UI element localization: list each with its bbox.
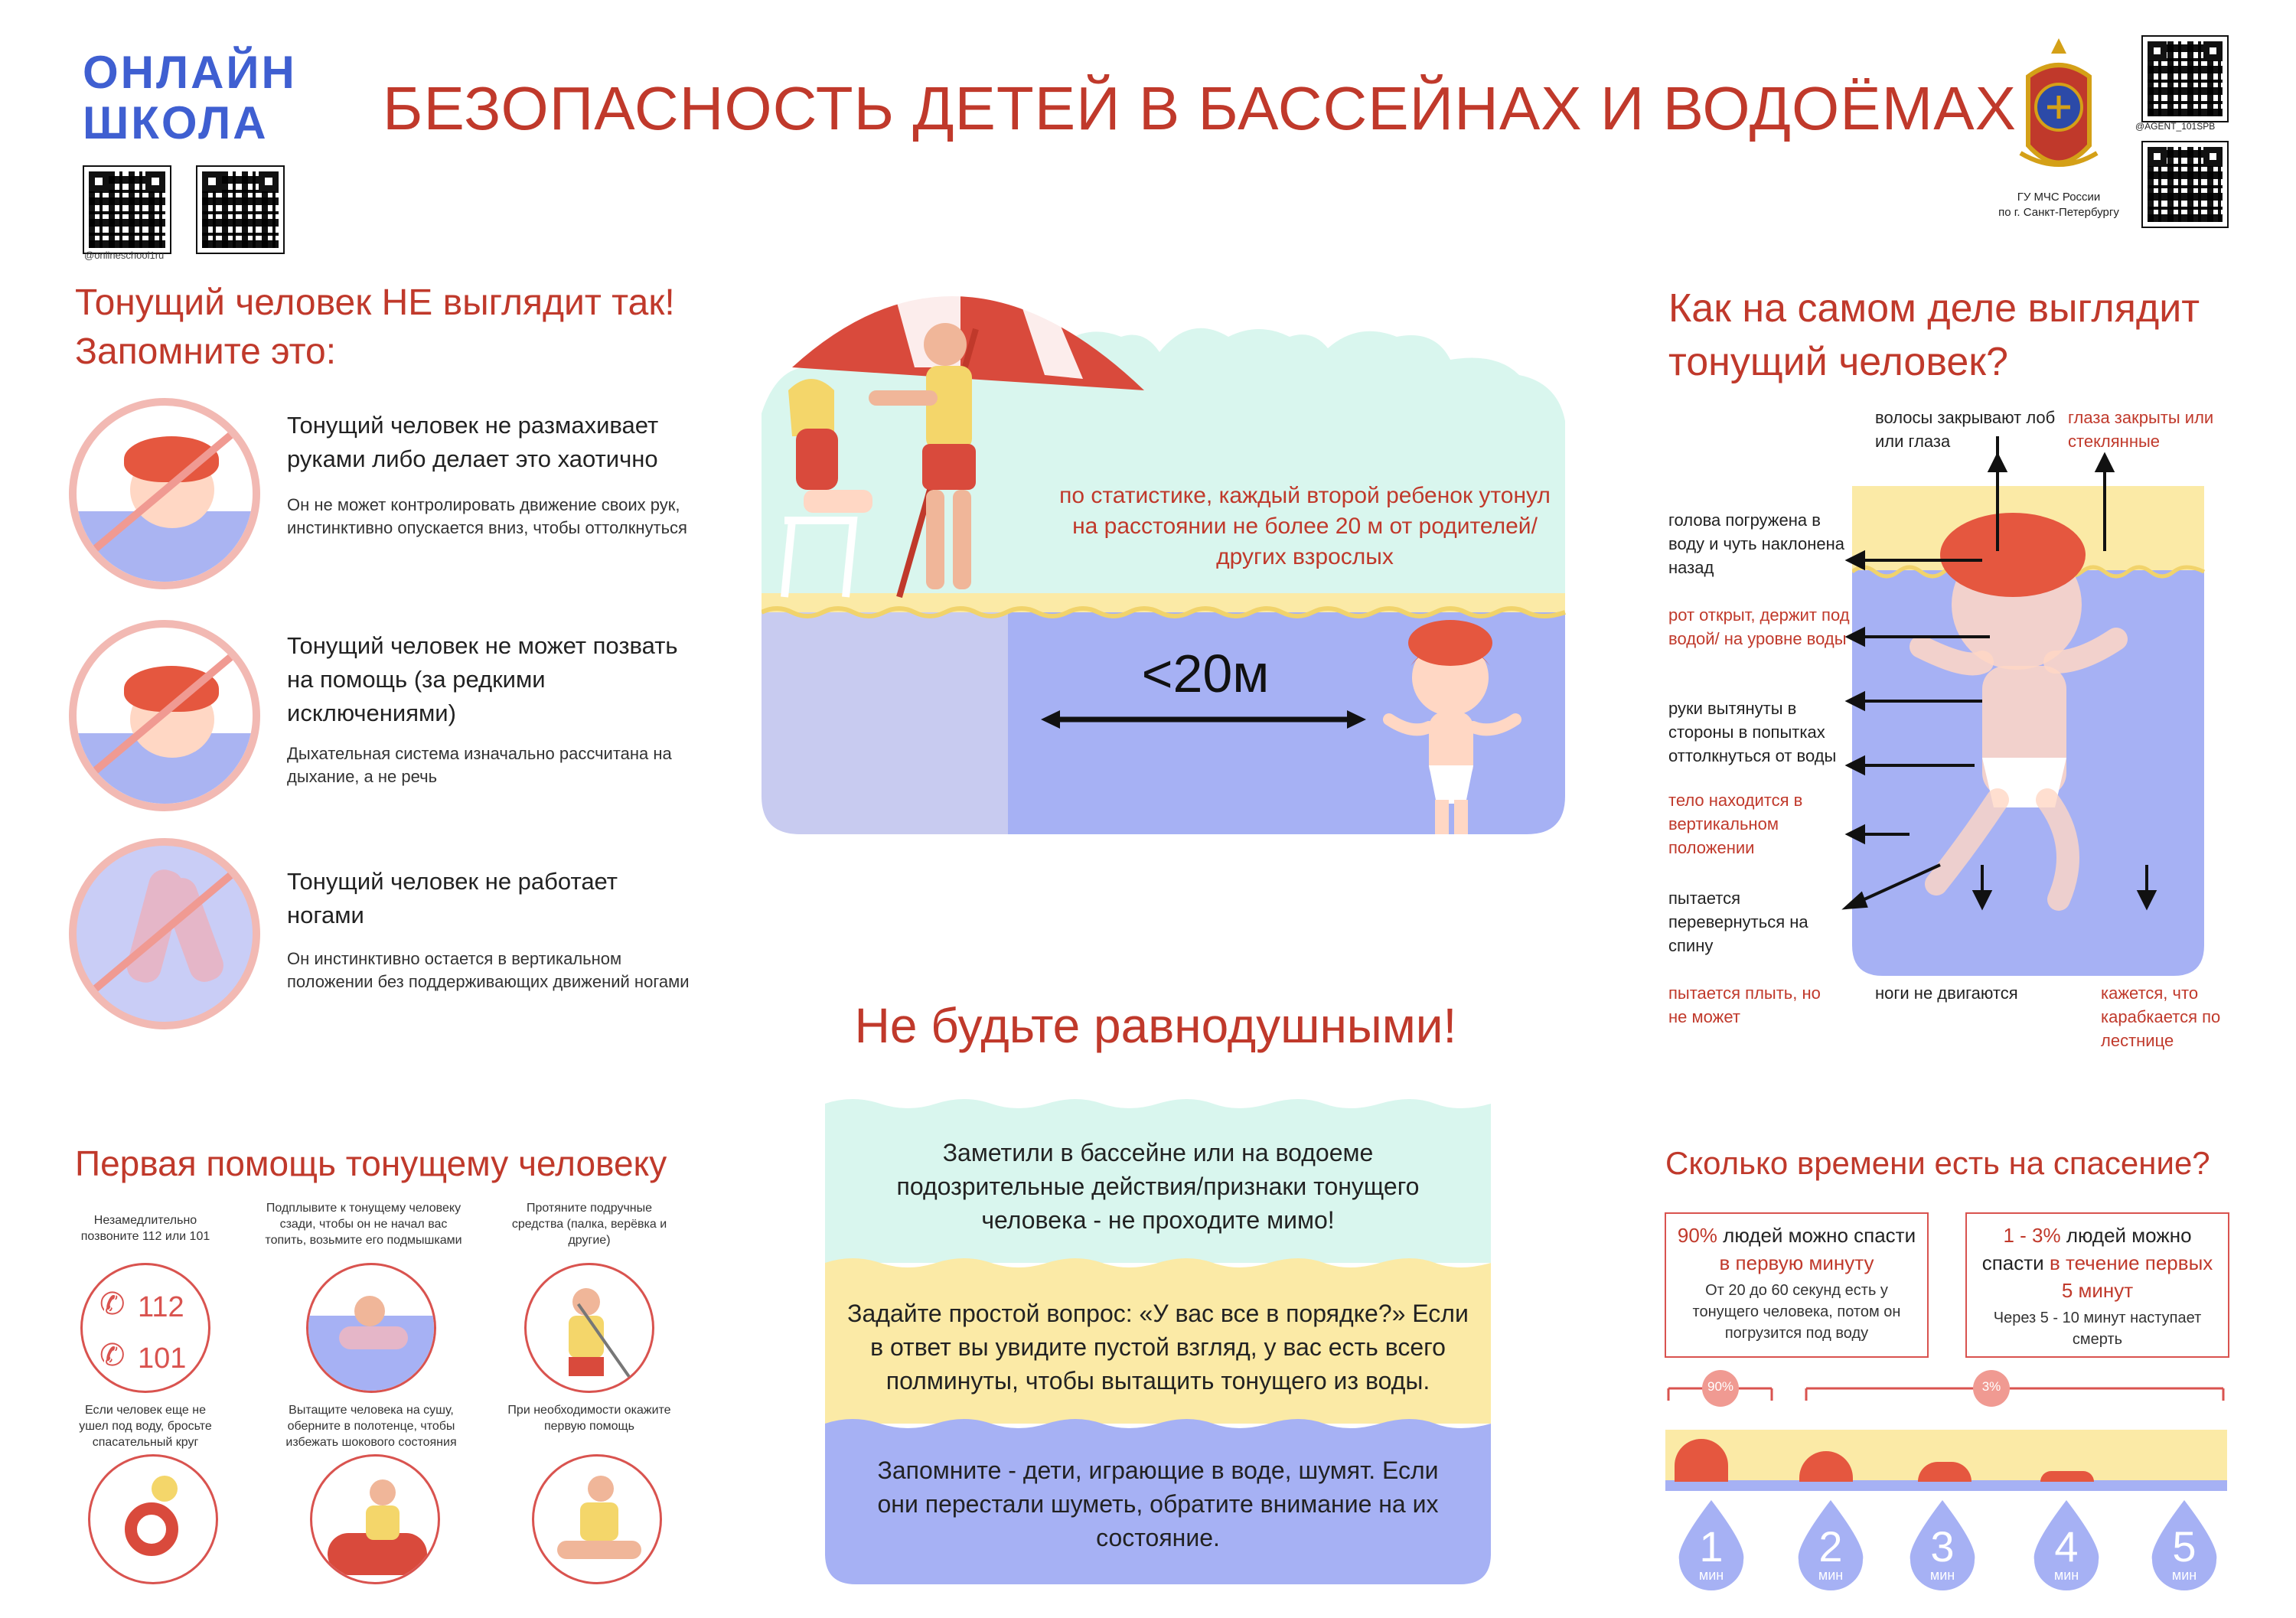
phone-icon: ✆	[99, 1287, 126, 1321]
not-like-title-2: Запомните это:	[75, 331, 337, 372]
time-title: Сколько времени есть на спасение?	[1665, 1145, 2210, 1181]
really-title-2: тонущий человек?	[1668, 340, 2008, 384]
label-swim: пытается плыть, но не может	[1668, 984, 1821, 1026]
not-like-title-1: Тонущий человек НЕ выглядит так!	[75, 282, 675, 323]
drowning-child-diagram	[1852, 486, 2212, 984]
page-title: БЕЗОПАСНОСТЬ ДЕТЕЙ В БАССЕЙНАХ И ВОДОЁМА…	[383, 74, 2017, 142]
advice-panel: Заметили в бассейне или на водоеме подоз…	[825, 1094, 1491, 1584]
brand-handle: @onlineschool1ru	[84, 250, 165, 261]
minute-drop-4: 4 мин	[2031, 1500, 2102, 1590]
towel-illustration	[310, 1454, 440, 1584]
timeline-strip	[1665, 1430, 2227, 1491]
kicking-legs-illustration	[69, 838, 260, 1029]
label-mouth: рот открыт, держит под водой/ на уровне …	[1668, 605, 1850, 648]
label-ladder: кажется, что карабкается по лестнице	[2101, 984, 2221, 1050]
reach-assist-illustration	[524, 1263, 654, 1393]
first-aid-step-1: Незамедлительно позвоните 112 или 101	[80, 1214, 210, 1243]
phone-number-101: 101	[138, 1342, 187, 1375]
qr-code-right-bottom[interactable]	[2141, 141, 2229, 228]
advice-1: Заметили в бассейне или на водоеме подоз…	[896, 1139, 1420, 1234]
org-line1: ГУ МЧС России	[2017, 191, 2101, 204]
diagram-arrows	[1841, 436, 2157, 911]
label-eyes: глаза закрыты или стеклянные	[2068, 408, 2214, 451]
label-legs: ноги не двигаются	[1875, 984, 2018, 1003]
brand-line1: ОНЛАЙН	[83, 47, 297, 98]
box2-sub: Через 5 - 10 минут наступает смерть	[1993, 1310, 2202, 1348]
not-like-item-2-main: Тонущий человек не может позвать на помо…	[287, 632, 678, 726]
not-like-item-1-main: Тонущий человек не размахивает руками ли…	[287, 412, 659, 472]
minute-drop-5: 5 мин	[2149, 1500, 2219, 1590]
calling-for-help-illustration	[69, 620, 260, 811]
label-head: голова погружена в воду и чуть наклонена…	[1668, 511, 1845, 577]
timeline-brackets	[1667, 1370, 2225, 1407]
phone-number-112: 112	[138, 1291, 184, 1323]
box2-pct: 1 - 3%	[2003, 1224, 2061, 1247]
not-like-item-3-sub: Он инстинктивно остается в вертикальном …	[287, 949, 690, 991]
first-aid-step-2: Подплывите к тонущему человеку сзади, чт…	[265, 1202, 462, 1247]
org-line2: по г. Санкт-Петербургу	[1998, 206, 2119, 219]
qr-code-right-top[interactable]	[2141, 35, 2229, 122]
life-ring-illustration	[88, 1454, 218, 1584]
advice-3: Запомните - дети, играющие в воде, шумят…	[877, 1457, 1439, 1551]
indifferent-title: Не будьте равнодушными!	[854, 998, 1457, 1053]
not-like-item-3-main: Тонущий человек не работает ногами	[287, 868, 618, 928]
not-like-item-1-sub: Он не может контролировать движение свои…	[287, 495, 687, 537]
emblem-icon	[2013, 31, 2105, 184]
waving-arms-illustration	[69, 398, 260, 589]
box1-main: людей можно спасти	[1723, 1224, 1916, 1247]
box1-sub: От 20 до 60 секунд есть у тонущего челов…	[1692, 1282, 1901, 1342]
survival-box-five-minutes: 1 - 3% людей можно спасти в течение перв…	[1965, 1212, 2229, 1358]
minute-drop-3: 3 мин	[1907, 1500, 1978, 1590]
advice-2: Задайте простой вопрос: «У вас все в пор…	[847, 1300, 1469, 1395]
really-title-1: Как на самом деле выглядит	[1668, 286, 2200, 331]
statistic-text: по статистике, каждый второй ребенок уто…	[1059, 483, 1551, 569]
survival-box-first-minute: 90% людей можно спасти в первую минуту О…	[1665, 1212, 1929, 1358]
marker-3: 3%	[1981, 1379, 2001, 1394]
box1-accent: в первую минуту	[1719, 1251, 1874, 1274]
phone-icon-2: ✆	[99, 1339, 126, 1372]
first-aid-step-4: Если человек еще не ушел под воду, брось…	[79, 1404, 212, 1449]
qr-code-left[interactable]	[83, 165, 171, 254]
label-turn: пытается перевернуться на спину	[1668, 889, 1808, 955]
first-aid-step-5: Вытащите человека на сушу, оберните в по…	[285, 1404, 457, 1449]
box1-pct: 90%	[1677, 1224, 1717, 1247]
first-aid-step-6: При необходимости окажите первую помощь	[507, 1404, 671, 1433]
first-aid-step-3: Протяните подручные средства (палка, вер…	[511, 1202, 667, 1247]
qr-code-left-2[interactable]	[196, 165, 285, 254]
box2-accent: в течение первых 5 минут	[2049, 1251, 2213, 1302]
brand-line2: ШКОЛА	[83, 97, 269, 148]
beach-pool-scene: по статистике, каждый второй ребенок уто…	[762, 214, 1573, 857]
label-hair: волосы закрывают лоб или глаза	[1875, 408, 2056, 451]
marker-90: 90%	[1707, 1379, 1734, 1394]
org-handle: @AGENT_101SPB	[2135, 121, 2216, 132]
box2-main: людей можно спасти	[1981, 1224, 2192, 1274]
not-like-item-2-sub: Дыхательная система изначально рассчитан…	[287, 744, 672, 786]
minute-drop-1: 1 мин	[1676, 1500, 1746, 1590]
label-arms: руки вытянуты в стороны в попытках оттол…	[1668, 699, 1837, 765]
swim-rescue-illustration	[306, 1263, 436, 1393]
distance-label: <20м	[1141, 644, 1270, 703]
minute-drop-2: 2 мин	[1795, 1500, 1866, 1590]
cpr-illustration	[532, 1454, 662, 1584]
emergency-call-illustration: ✆ 112 ✆ 101	[80, 1263, 210, 1393]
label-body: тело находится в вертикальном положении	[1668, 791, 1803, 857]
first-aid-title: Первая помощь тонущему человеку	[75, 1143, 667, 1183]
